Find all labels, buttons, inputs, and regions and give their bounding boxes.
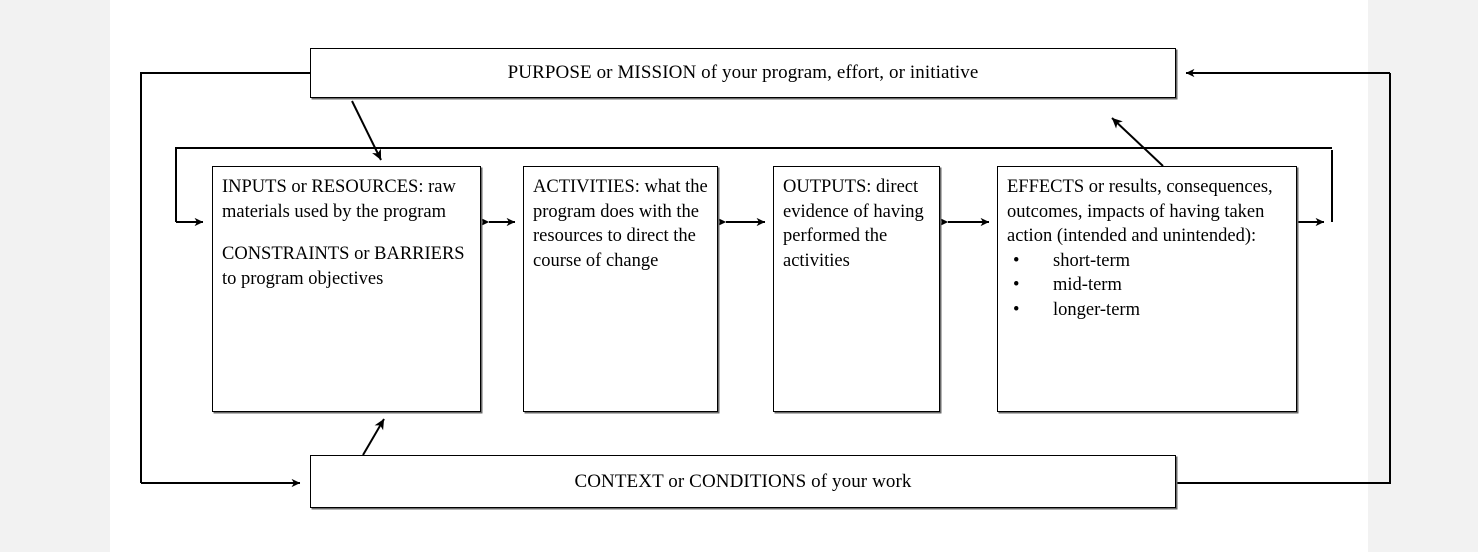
activities-box[interactable]: ACTIVITIES: what the program does with t…: [523, 166, 718, 412]
page-margin-right: [1368, 0, 1478, 552]
outputs-paragraph-1: OUTPUTS: direct evidence of having perfo…: [783, 177, 924, 271]
effects-bullet-list: • short-term • mid-term • longer-term: [1007, 249, 1290, 323]
bullet-icon: •: [1013, 299, 1020, 320]
effects-bullet-2: mid-term: [1053, 275, 1122, 296]
bullet-icon: •: [1013, 250, 1020, 271]
page-margin-left: [0, 0, 110, 552]
inputs-box[interactable]: INPUTS or RESOURCES: raw materials used …: [212, 166, 481, 412]
diagonal-arrow-context-to-inputs: [362, 418, 385, 456]
context-label: CONTEXT or CONDITIONS of your work: [574, 470, 912, 492]
context-box[interactable]: CONTEXT or CONDITIONS of your work: [310, 455, 1176, 508]
list-item: • longer-term: [1007, 298, 1290, 323]
list-item: • short-term: [1007, 249, 1290, 274]
effects-paragraph-1: EFFECTS or results, consequences, outcom…: [1007, 177, 1273, 247]
outputs-box[interactable]: OUTPUTS: direct evidence of having perfo…: [773, 166, 940, 412]
purpose-box[interactable]: PURPOSE or MISSION of your program, effo…: [310, 48, 1176, 98]
purpose-label: PURPOSE or MISSION of your program, effo…: [507, 62, 979, 83]
inner-loop-right: [1297, 150, 1333, 227]
list-item: • mid-term: [1007, 273, 1290, 298]
diagonal-arrow-effects-to-purpose: [1111, 117, 1164, 167]
diagonal-arrow-purpose-to-inputs: [351, 100, 382, 161]
inputs-paragraph-1: INPUTS or RESOURCES: raw materials used …: [222, 177, 456, 222]
activities-paragraph-1: ACTIVITIES: what the program does with t…: [533, 177, 708, 271]
effects-bullet-1: short-term: [1053, 250, 1131, 271]
effects-bullet-3: longer-term: [1053, 299, 1140, 320]
effects-box[interactable]: EFFECTS or results, consequences, outcom…: [997, 166, 1297, 412]
bullet-icon: •: [1013, 275, 1020, 296]
inputs-paragraph-2: CONSTRAINTS or BARRIERS to program objec…: [222, 244, 465, 289]
